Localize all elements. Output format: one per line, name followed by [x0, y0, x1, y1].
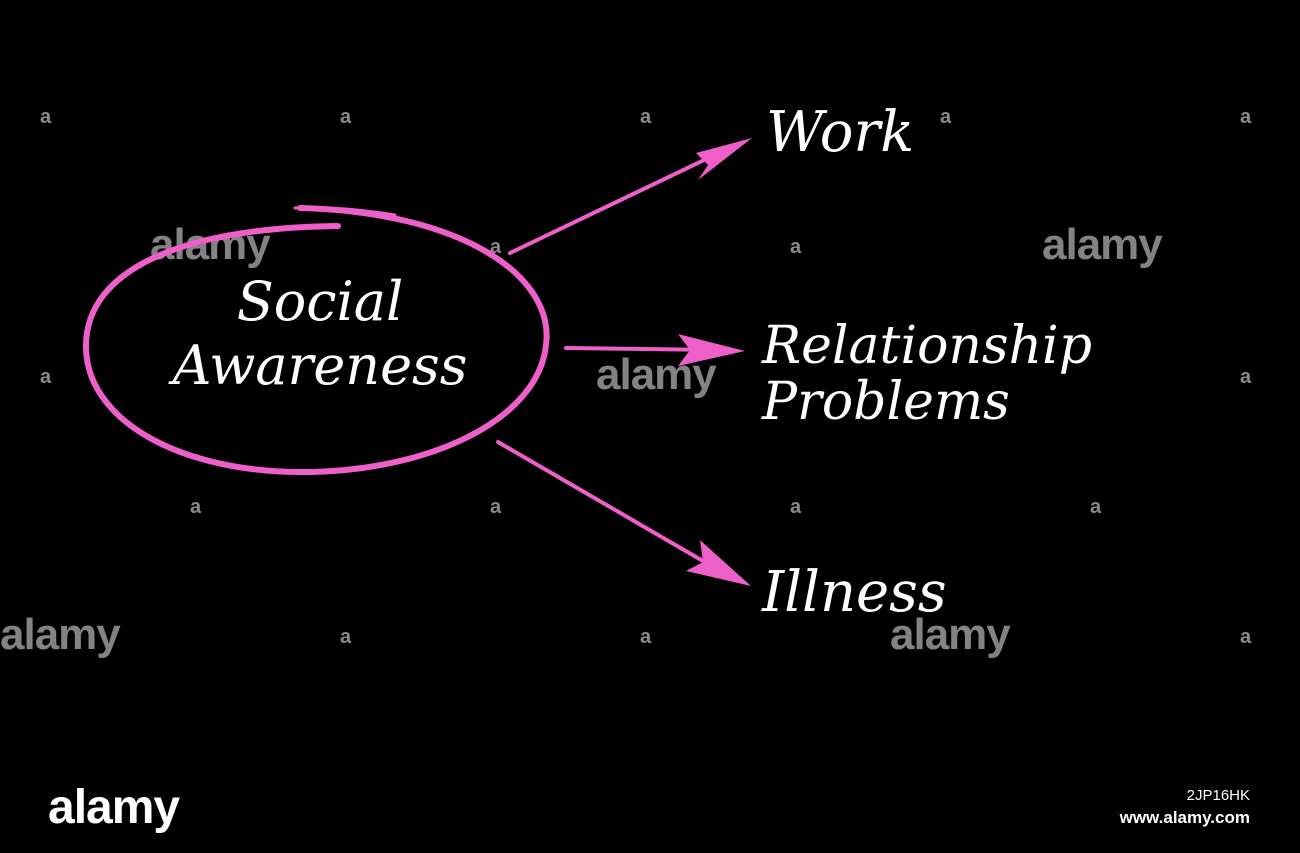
ellipse-outline [82, 205, 550, 476]
watermark-letter: a [790, 496, 802, 518]
watermark-letter: a [640, 106, 652, 128]
watermark-letter: a [40, 106, 52, 128]
center-ellipse [82, 205, 550, 476]
image-id-label: 2JP16HK [1186, 787, 1250, 804]
brand-logo: alamy [48, 781, 180, 834]
watermark-letter: a [40, 366, 52, 388]
watermark-text: alamy [890, 610, 1011, 659]
watermark-text: alamy [150, 220, 271, 269]
arrow-line [508, 148, 727, 255]
watermark-text: alamy [0, 610, 121, 659]
center-label-line1: Social [236, 270, 404, 333]
ellipse-stroke-start [293, 206, 397, 217]
watermark-text: alamy [1042, 220, 1163, 269]
arrowhead-icon [686, 540, 751, 586]
watermark-letter: a [1240, 366, 1252, 388]
node-relationship-problems: Relationship Problems [762, 318, 1092, 430]
arrow-to-illness [496, 440, 751, 586]
watermark-letter: a [1240, 106, 1252, 128]
node-relationship-line1: Relationship [762, 316, 1092, 376]
node-work: Work [766, 100, 915, 165]
watermark-letter: a [640, 626, 652, 648]
watermark-letter: a [940, 106, 952, 128]
watermark-letter: a [340, 106, 352, 128]
node-illness: Illness [762, 560, 947, 625]
arrow-to-work [508, 138, 752, 255]
watermark-letter: a [490, 496, 502, 518]
watermark-letter: a [490, 236, 502, 258]
arrow-line [496, 440, 724, 574]
watermark-letter: a [1090, 496, 1102, 518]
site-url-label: www.alamy.com [1119, 808, 1250, 827]
arrow-to-relationship [564, 334, 745, 366]
center-node-label: Social Awareness [110, 270, 530, 398]
watermark-letter: a [1240, 626, 1252, 648]
watermark-letter: a [190, 496, 202, 518]
watermark-letter: a [340, 626, 352, 648]
center-label-line2: Awareness [172, 334, 468, 397]
arrowhead-icon [696, 138, 752, 180]
watermark-letter: a [790, 236, 802, 258]
arrowhead-icon [678, 334, 745, 366]
node-relationship-line2: Problems [762, 372, 1010, 432]
